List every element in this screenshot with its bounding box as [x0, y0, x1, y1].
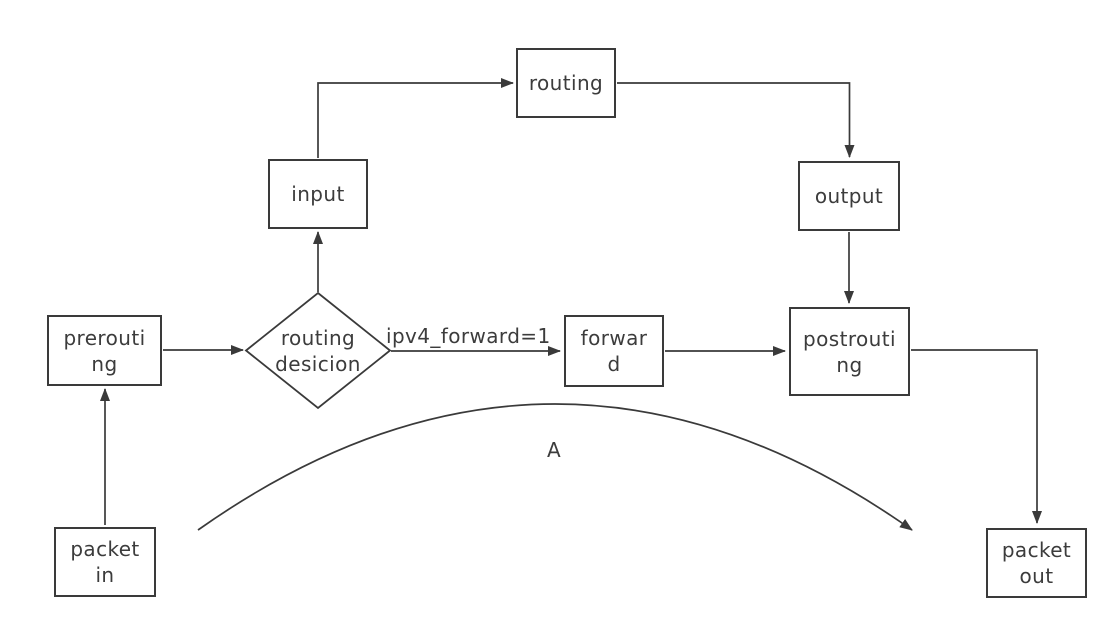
node-packet-in: packet in — [54, 527, 156, 597]
node-packet-in-label: packet in — [70, 537, 140, 587]
node-input: input — [268, 159, 368, 229]
decision-diamond-routing-desicion — [244, 291, 392, 410]
node-output: output — [798, 161, 900, 231]
node-forward-label: forwar d — [580, 326, 648, 376]
node-postrouting-label: postrouti ng — [803, 326, 896, 377]
node-packet-out: packet out — [986, 528, 1087, 598]
node-input-label: input — [291, 182, 345, 206]
edge-label-ipv4-forward: ipv4_forward=1 — [386, 324, 551, 348]
node-prerouting: prerouti ng — [47, 315, 162, 386]
decision-diamond-label: routing desicion — [275, 326, 361, 376]
connector-postrouting-packetout — [911, 349, 1042, 524]
node-prerouting-label: prerouti ng — [63, 325, 146, 376]
connector-input-routing — [317, 78, 514, 158]
curve-label-a: A — [546, 438, 562, 462]
curve-arrow-a — [197, 403, 913, 531]
node-packet-out-label: packet out — [1001, 538, 1072, 588]
node-forward: forwar d — [564, 315, 664, 387]
node-output-label: output — [814, 184, 884, 208]
connector-routing-output — [617, 82, 855, 158]
node-postrouting: postrouti ng — [789, 307, 910, 396]
node-routing: routing — [516, 48, 616, 118]
node-routing-label: routing — [528, 71, 604, 95]
